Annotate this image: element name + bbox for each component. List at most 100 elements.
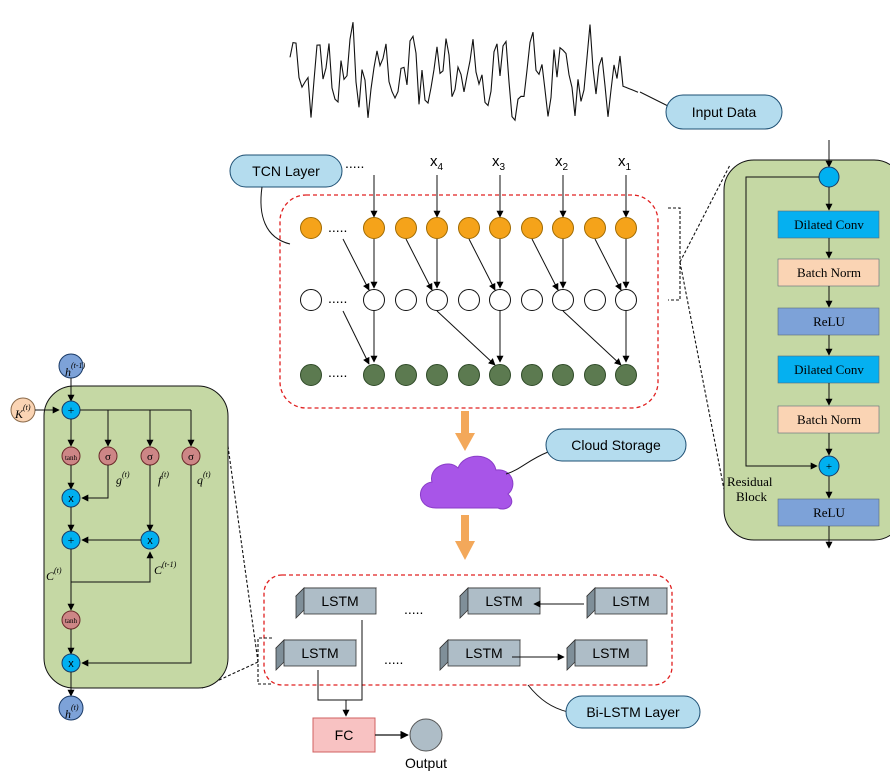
- tcn-layer-callout: TCN Layer: [229, 154, 343, 188]
- lstm-cell-side: [275, 639, 285, 671]
- gate-feed-arrows: [67, 410, 195, 447]
- tcn-input-x3: x3: [492, 153, 506, 173]
- tcn-input-node: [363, 217, 385, 239]
- lstm-cell-side: [566, 639, 576, 671]
- lstm-cell-label: LSTM: [301, 645, 338, 661]
- lstm-cell-side: [439, 639, 449, 671]
- tcn-hidden-node: [489, 289, 511, 311]
- tcn-output-node: [615, 364, 637, 386]
- lstm-cell: [303, 587, 377, 615]
- bilstm-bottom-ellipsis: .....: [384, 651, 403, 667]
- lstm-cell: [574, 639, 648, 667]
- q-to-mult3: [81, 465, 192, 667]
- tcn-output-node: [489, 364, 511, 386]
- lstm-cell: [447, 639, 521, 667]
- residual-layer-box: [777, 355, 880, 384]
- bilstm-layer-label: Bi-LSTM Layer: [586, 704, 680, 720]
- tcn-node-grid: [300, 217, 637, 386]
- cloud-storage-callout: Cloud Storage: [545, 428, 687, 462]
- f-gate-label: f(t): [158, 470, 169, 487]
- residual-layer-box: [777, 307, 880, 336]
- residual-layer-label: Batch Norm: [797, 265, 861, 280]
- fc-label: FC: [335, 727, 354, 743]
- tcn-dashed-frame: [279, 194, 659, 409]
- output-node: [409, 718, 443, 752]
- residual-layer-label: ReLU: [813, 314, 845, 329]
- input-signal-waveform: [289, 22, 639, 122]
- bilstm-bracket: [257, 637, 272, 685]
- residual-layer-box: [777, 405, 880, 434]
- tcn-hidden-node: [300, 289, 322, 311]
- cloud-storage-label: Cloud Storage: [571, 437, 661, 453]
- bilstm-callout-connector: [527, 684, 569, 713]
- tcn-input-x2: x2: [555, 153, 569, 173]
- c-prev-loop: [70, 549, 154, 583]
- lstm-cell-side: [586, 587, 596, 619]
- cell-tanh-label: tanh: [65, 617, 78, 625]
- lstm-cell-side: [295, 587, 305, 619]
- f-sigma-gate-label: σ: [147, 451, 153, 463]
- tcn-input-arrows: [370, 175, 630, 218]
- residual-zoom-line-top: [679, 164, 731, 263]
- tcn-output-node: [395, 364, 417, 386]
- q-sigma-gate-label: σ: [188, 451, 194, 463]
- tcn-hidden-node: [395, 289, 417, 311]
- input-data-callout: Input Data: [665, 94, 783, 130]
- lstm-cell-label: LSTM: [612, 593, 649, 609]
- tcn-input-node: [615, 217, 637, 239]
- tcn-hidden-node: [615, 289, 637, 311]
- tcn-hidden-node: [521, 289, 543, 311]
- tcn-hidden-connections: [342, 238, 630, 291]
- tcn-output-node: [521, 364, 543, 386]
- output-label: Output: [405, 755, 447, 771]
- orange-down-arrow-2: [455, 515, 475, 560]
- tcn-input-node: [395, 217, 417, 239]
- residual-layer-box: [777, 498, 880, 527]
- mult-symbol-2: x: [147, 535, 153, 547]
- residual-layer-label: Dilated Conv: [794, 362, 864, 377]
- residual-split-node: [818, 166, 840, 188]
- residual-zoom-line-bottom: [679, 261, 729, 511]
- tcn-input-node: [584, 217, 606, 239]
- tcn-output-node: [552, 364, 574, 386]
- tcn-output-node: [363, 364, 385, 386]
- input-data-label: Input Data: [692, 104, 757, 120]
- tcn-input-node: [521, 217, 543, 239]
- input-data-connector: [639, 91, 669, 107]
- residual-label-line2: Block: [736, 489, 768, 504]
- residual-layer-label: ReLU: [813, 505, 845, 520]
- tcn-hidden-node: [584, 289, 606, 311]
- residual-block-panel: [723, 159, 890, 541]
- bilstm-dashed-frame: [263, 574, 673, 686]
- cloud-callout-connector: [505, 451, 549, 475]
- c-prev-label: C(t-1): [154, 560, 177, 577]
- lstm-cell-panel: [43, 385, 229, 689]
- mult-symbol-1: x: [68, 493, 74, 505]
- tcn-layer-label: TCN Layer: [252, 163, 320, 179]
- tcn-hidden-node: [458, 289, 480, 311]
- tcn-row1-ellipsis: .....: [328, 219, 347, 235]
- tcn-output-node: [426, 364, 448, 386]
- lstm-cell: [594, 587, 668, 615]
- tcn-input-node: [426, 217, 448, 239]
- bilstm-top-ellipsis: .....: [404, 601, 423, 617]
- tcn-row3-ellipsis: .....: [328, 364, 347, 380]
- h-out-node: [58, 695, 84, 721]
- tcn-bracket: [668, 207, 681, 301]
- tcn-input-labels: x4 x3 x2 x1: [430, 153, 632, 173]
- orange-down-arrow-1: [455, 411, 475, 451]
- tcn-hidden-node: [426, 289, 448, 311]
- tcn-row2-ellipsis: .....: [328, 290, 347, 306]
- tcn-input-node: [489, 217, 511, 239]
- tcn-output-connections: [342, 310, 630, 366]
- tcn-input-node: [458, 217, 480, 239]
- tcn-input-node: [300, 217, 322, 239]
- g-sigma-gate-label: σ: [105, 451, 111, 463]
- q-gate-label: q(t): [197, 470, 211, 487]
- cell-add-symbol: +: [68, 533, 75, 547]
- lstm-cell: [283, 639, 357, 667]
- lstm-cell-label: LSTM: [465, 645, 502, 661]
- bilstm-bottom-to-fc: [317, 670, 346, 701]
- lstm-cell-label: LSTM: [321, 593, 358, 609]
